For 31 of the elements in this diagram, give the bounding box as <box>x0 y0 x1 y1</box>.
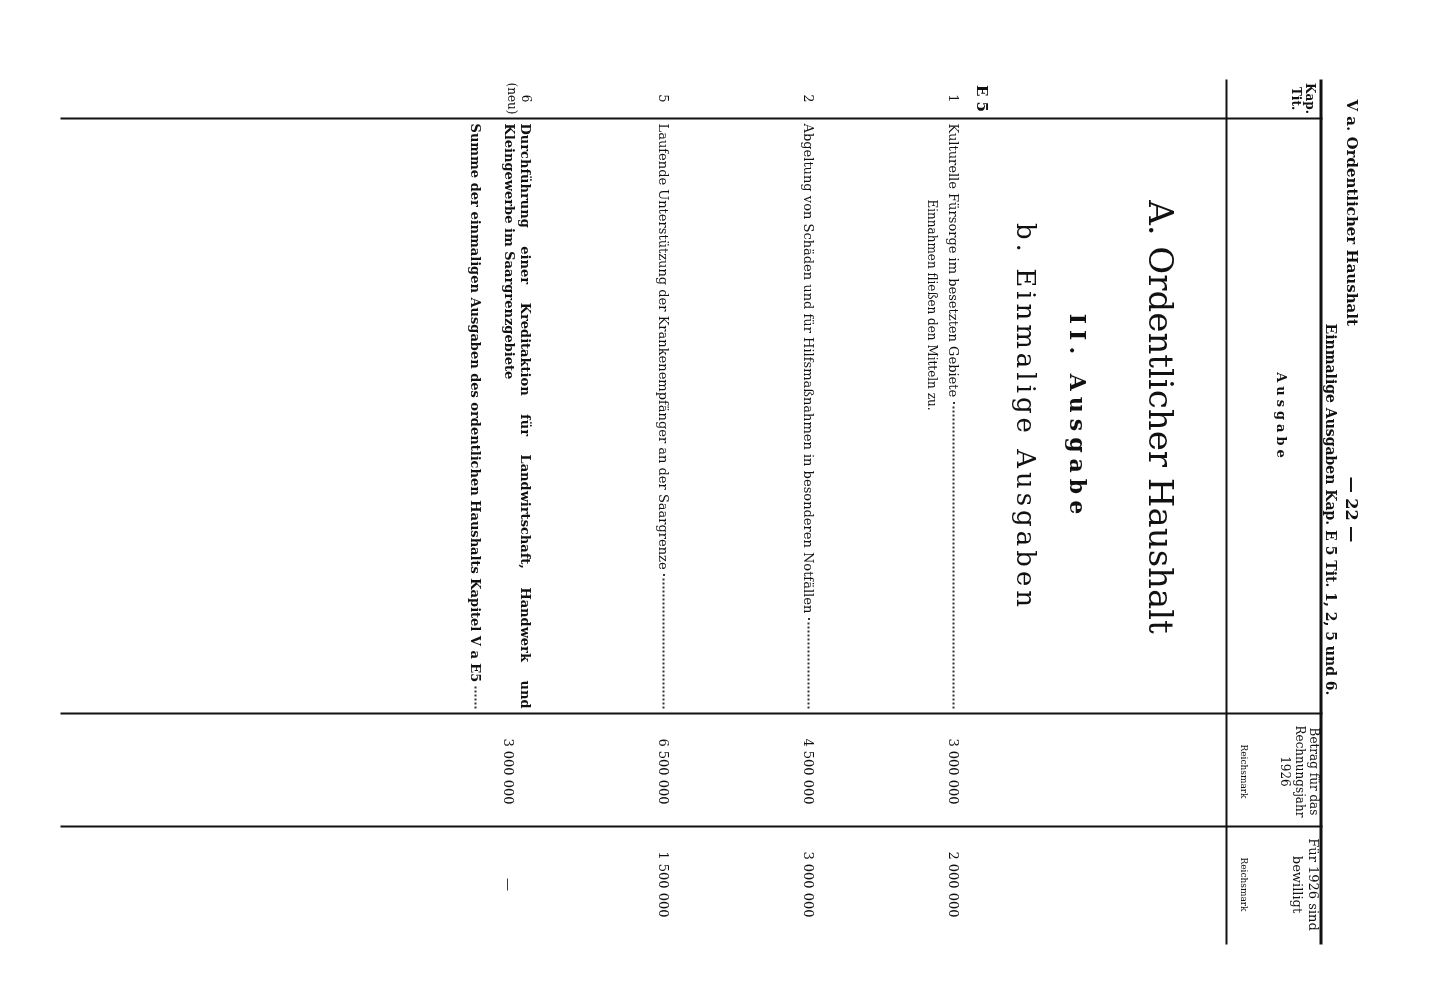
chapter-number: E 5 <box>972 83 991 115</box>
item-note: Einnahmen fließen den Mitteln zu. <box>924 199 939 413</box>
amount-value: 3 000 000 <box>799 850 816 920</box>
amount-value: 1 500 000 <box>654 850 671 920</box>
amount-value: 2 000 000 <box>944 850 961 920</box>
section-heading: II. Ausgabe <box>1064 312 1091 523</box>
row-number: 1 <box>944 93 961 105</box>
amount-value: 6 500 000 <box>654 737 671 807</box>
total-description: Summe der einmaligen Ausgaben des ordentlichen Haushalts Kapitel V a E5 <box>466 123 483 709</box>
amount-value: 4 500 000 <box>799 737 816 807</box>
item-description: Abgeltung von Schäden und für Hilfsmaßnahmen in besonderen Notfällen <box>799 123 816 709</box>
item-description: Laufende Unterstützung der Krankenempfänger an der Saargrenze <box>654 123 671 709</box>
page-number: — 22 — <box>1341 475 1361 545</box>
row-number: 5 <box>654 93 671 105</box>
item-description: Kulturelle Fürsorge im besetzten Gebiete <box>944 123 961 709</box>
page-heading: V a. Ordentlicher Haushalt <box>1342 99 1361 328</box>
row-number: 2 <box>799 93 816 105</box>
section-heading: b. Einmalige Ausgaben <box>1009 221 1041 614</box>
column-heading: Kap. Tit. <box>1287 82 1317 116</box>
unit-label: Reichsmark <box>1237 856 1249 914</box>
section-heading: A. Ordentlicher Haushalt <box>1139 199 1181 636</box>
amount-value: 3 000 000 <box>944 737 961 807</box>
column-heading: Betrag für das Rechnungsjahr 1926 <box>1277 724 1321 820</box>
column-heading: Ausgabe <box>1272 371 1289 464</box>
row-number: 6 (neu) <box>503 81 533 117</box>
item-description: Durchführung einer Kreditaktion für Landwirtschaft, Handwerk und Kleingewerbe im Saargrenzgebiete <box>501 123 533 709</box>
unit-label: Reichsmark <box>1237 743 1249 801</box>
page-subheading: Einmalige Ausgaben Kap. E 5 Tit. 1, 2, 5 und 6. <box>1321 322 1339 698</box>
column-heading: Für 1926 sind bewilligt <box>1289 837 1321 933</box>
amount-value: — <box>499 877 516 893</box>
amount-value: 3 000 000 <box>499 737 516 807</box>
